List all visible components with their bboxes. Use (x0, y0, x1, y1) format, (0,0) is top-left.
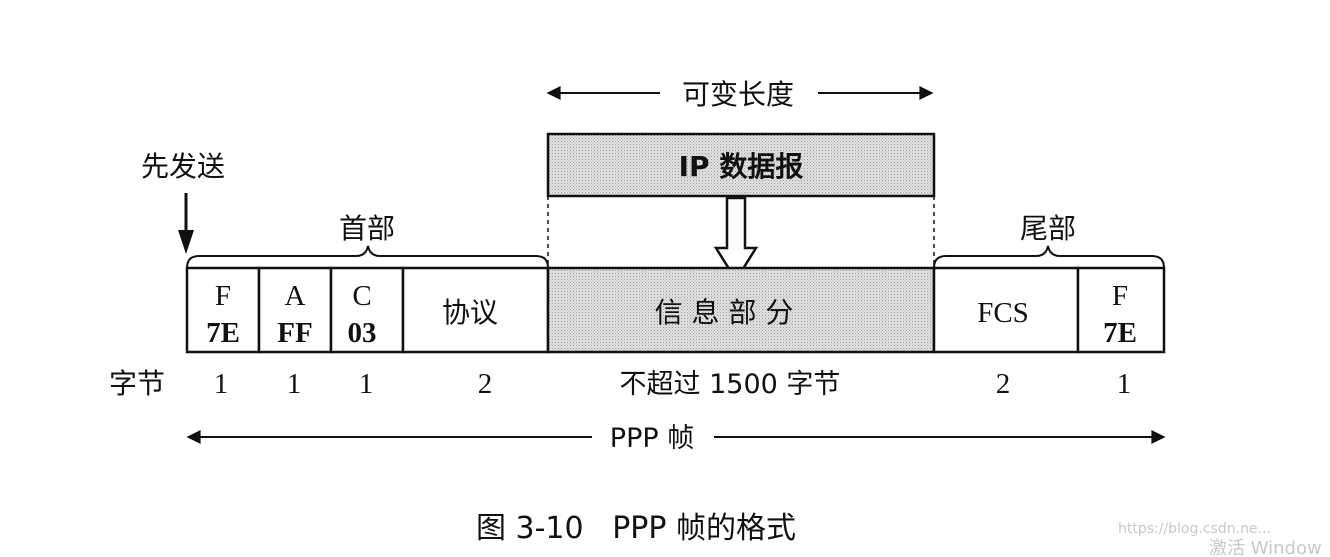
field-control: C 03 (329, 266, 405, 354)
byte-row-label: 字节 (109, 367, 165, 400)
ppp-frame-label: PPP 帧 (610, 423, 694, 454)
field-control-box (329, 266, 405, 354)
send-first-arrow-icon (178, 230, 194, 254)
field-protocol-name: 协议 (442, 296, 498, 329)
trailer-label: 尾部 (1020, 212, 1076, 245)
field-address-box (257, 266, 333, 354)
field-control-value: 03 (348, 317, 377, 349)
byte-count-protocol: 2 (478, 368, 493, 400)
field-information-name: 信 息 部 分 (655, 296, 794, 329)
header-brace (186, 245, 549, 269)
ip-datagram: IP 数据报 (546, 132, 936, 198)
field-flag-end: F 7E (1076, 266, 1166, 354)
ppp-frame-span: PPP 帧 (186, 423, 1166, 454)
byte-count-row: 字节 1 1 1 2 不超过 1500 字节 2 1 (109, 367, 1131, 400)
field-flag-start-box (185, 266, 261, 354)
field-information-box (546, 266, 936, 354)
field-flag-end-value: 7E (1103, 317, 1137, 349)
trailer-group: 尾部 (933, 212, 1165, 269)
byte-count-flag-start: 1 (214, 368, 229, 400)
header-label: 首部 (339, 212, 395, 245)
ip-datagram-box (546, 132, 936, 198)
field-control-name: C (352, 280, 371, 312)
send-first-indicator: 先发送 (141, 150, 225, 254)
byte-count-flag-end: 1 (1117, 368, 1132, 400)
byte-count-control: 1 (359, 368, 374, 400)
field-fcs: FCS (932, 266, 1080, 354)
watermark-activate-windows: 激活 Window (1209, 538, 1322, 557)
field-address: A FF (257, 266, 333, 354)
field-protocol-box (401, 266, 550, 354)
variable-length-label: 可变长度 (682, 78, 794, 111)
trailer-brace (933, 245, 1165, 269)
field-flag-start: F 7E (185, 266, 261, 354)
figure-caption: 图 3-10 PPP 帧的格式 (476, 511, 796, 546)
field-flag-end-box (1076, 266, 1166, 354)
variable-length-span: 可变长度 (546, 78, 934, 111)
ip-datagram-label: IP 数据报 (679, 150, 804, 183)
frame-fields: F 7E A FF C 03 协议 信 息 部 分 FCS F 7E (185, 266, 1166, 354)
byte-count-fcs: 2 (996, 368, 1011, 400)
header-group: 首部 (186, 212, 549, 269)
field-flag-start-name: F (215, 280, 231, 312)
field-fcs-name: FCS (977, 297, 1029, 329)
field-flag-end-name: F (1112, 280, 1128, 312)
field-protocol: 协议 (401, 266, 550, 354)
field-flag-start-value: 7E (206, 317, 240, 349)
send-first-label: 先发送 (141, 150, 225, 183)
watermark-url: https://blog.csdn.ne... (1118, 521, 1271, 537)
byte-count-information: 不超过 1500 字节 (620, 369, 841, 400)
byte-count-address: 1 (287, 368, 302, 400)
encapsulation-down-arrow-icon (713, 196, 759, 283)
field-address-value: FF (277, 317, 312, 349)
field-address-name: A (285, 280, 306, 312)
field-information: 信 息 部 分 (546, 266, 936, 354)
